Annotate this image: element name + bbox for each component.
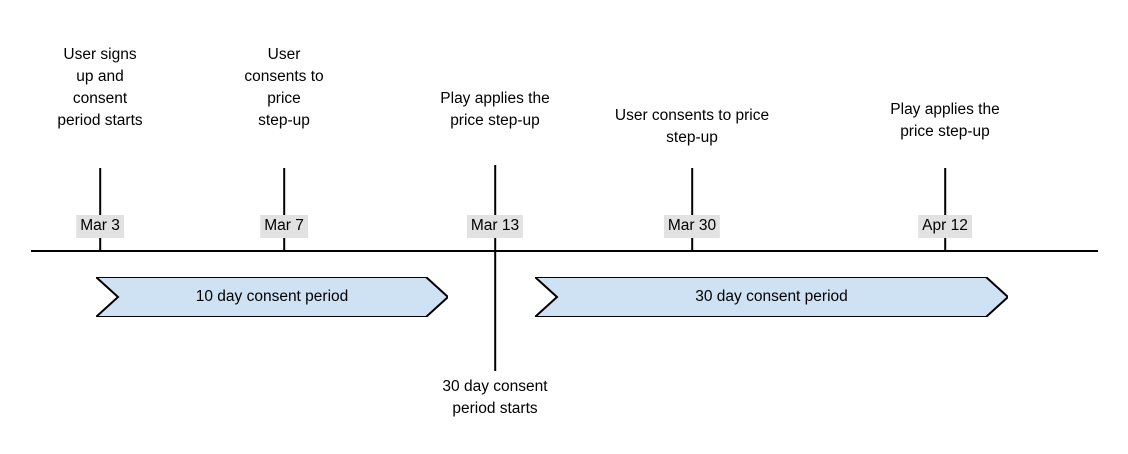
timeline-axis: [31, 250, 1098, 252]
period-banner-period-10-day: 10 day consent period: [96, 277, 448, 317]
date-chip-consent-1: Mar 7: [260, 215, 308, 238]
annotation-consent-period-start-note: 30 day consent period starts: [442, 378, 548, 417]
tick-stem-signup: [99, 168, 101, 250]
event-label-stepup-2: Play applies the price step-up: [890, 101, 1000, 140]
date-chip-stepup-1: Mar 13: [466, 215, 524, 238]
date-chip-consent-2: Mar 30: [663, 215, 721, 238]
event-label-consent-1: User consents to price step-up: [244, 46, 324, 129]
tick-stem-consent-2: [691, 168, 693, 250]
event-label-signup: User signs up and consent period starts: [57, 46, 143, 129]
date-chip-signup: Mar 3: [76, 215, 124, 238]
period-banner-period-30-day: 30 day consent period: [535, 277, 1008, 317]
date-chip-stepup-2: Apr 12: [918, 215, 972, 238]
tick-stem-stepup-1: [494, 165, 496, 371]
event-label-consent-2: User consents to price step-up: [614, 107, 770, 146]
event-label-stepup-1: Play applies the price step-up: [440, 90, 550, 129]
tick-stem-consent-1: [283, 168, 285, 250]
tick-stem-stepup-2: [944, 168, 946, 250]
